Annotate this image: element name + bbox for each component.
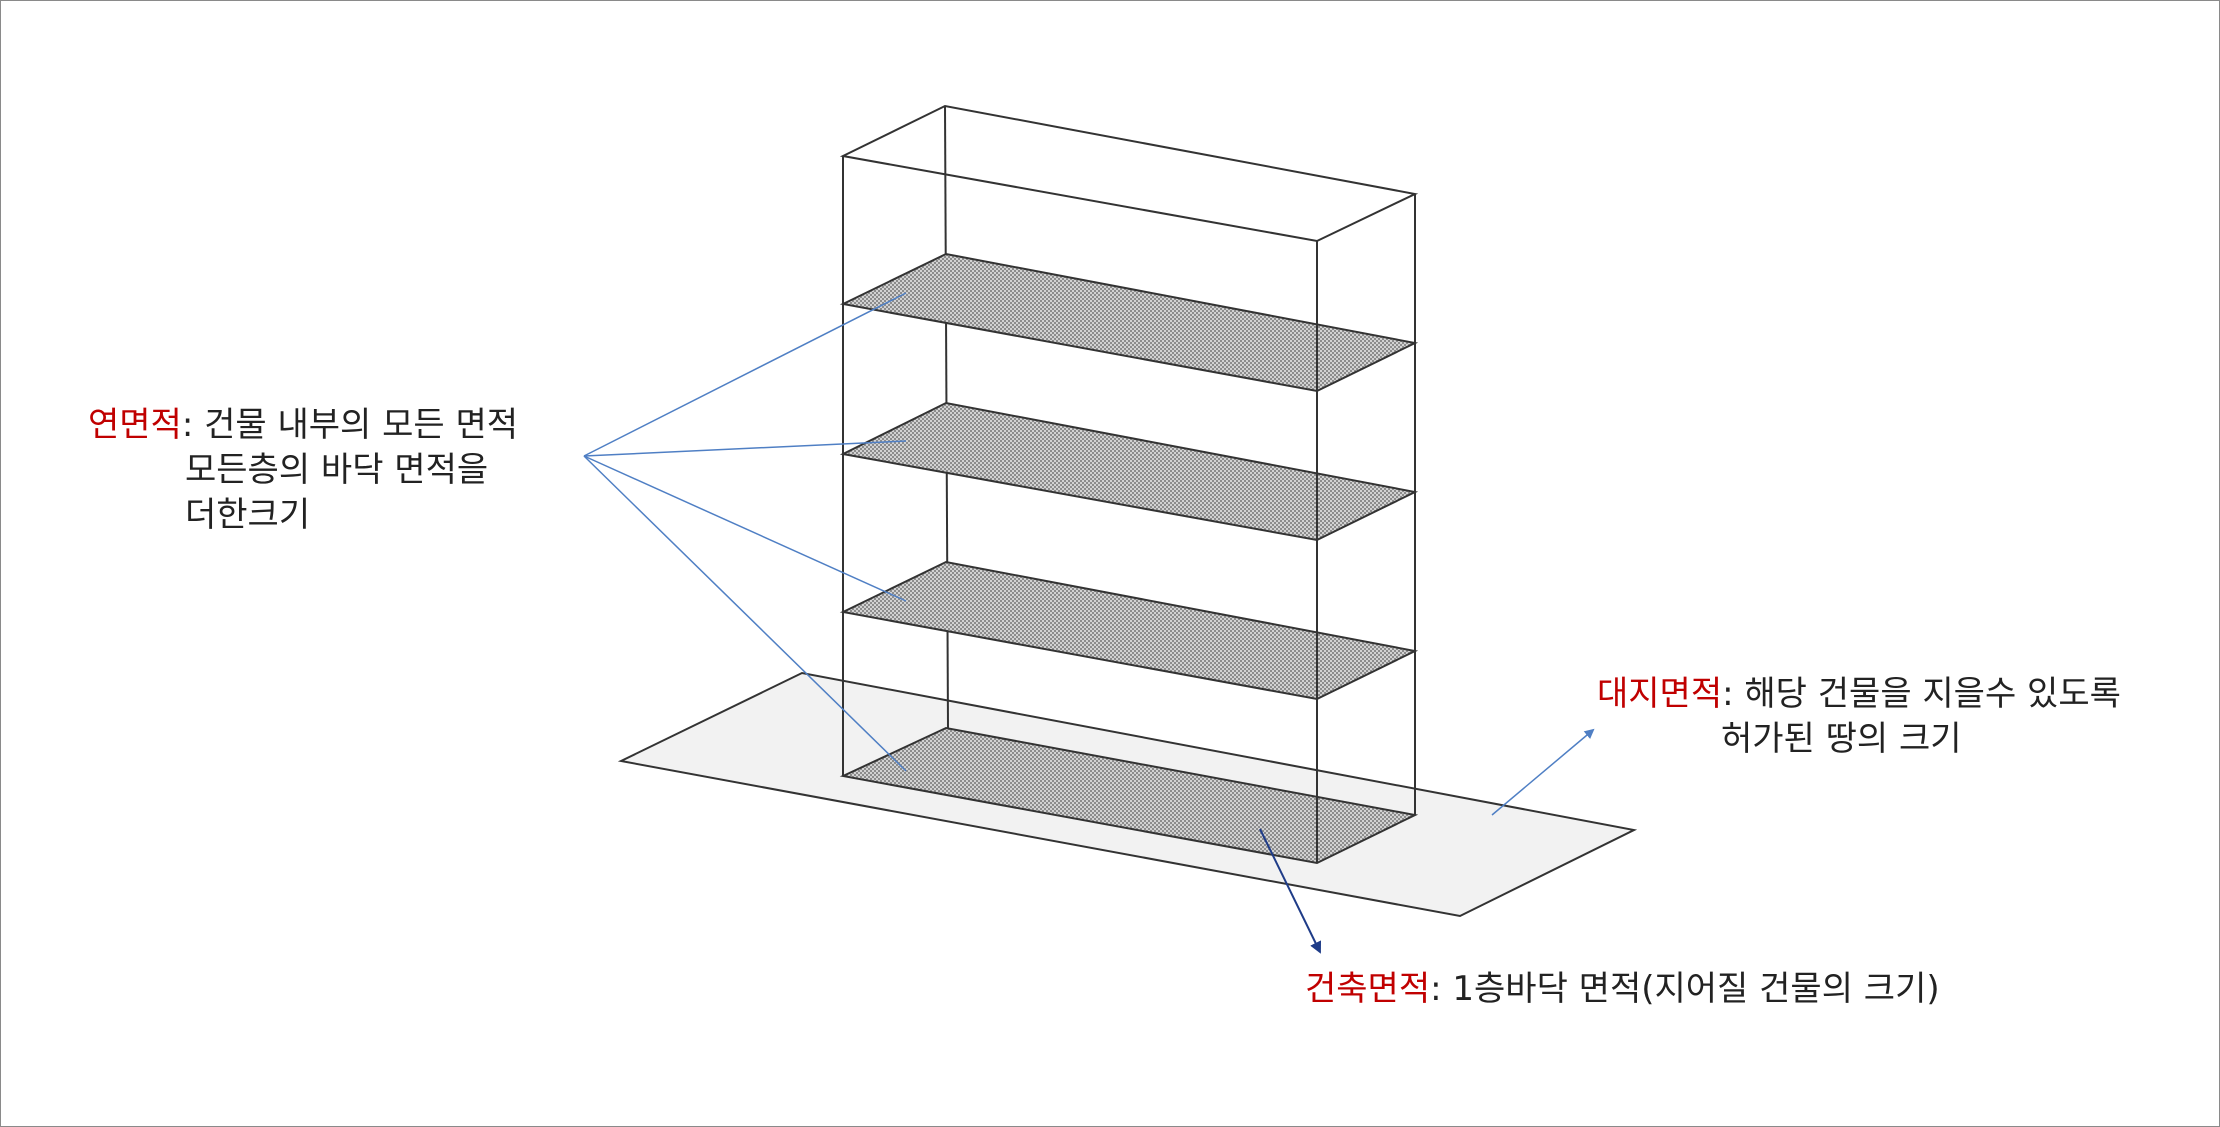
building-area-term: 건축면적 bbox=[1305, 969, 1431, 1009]
site-area-line1: 해당 건물을 지을수 있도록 bbox=[1744, 674, 2121, 714]
floor-slab-2 bbox=[839, 560, 1419, 701]
building-roof bbox=[839, 104, 1419, 243]
gross-floor-area-separator: : bbox=[181, 405, 205, 445]
gross-floor-area-label: 연면적: 건물 내부의 모든 면적 모든층의 바닥 면적을 더한크기 bbox=[88, 403, 518, 538]
site-area-term: 대지면적 bbox=[1597, 674, 1723, 714]
gross-floor-area-leaders bbox=[583, 292, 907, 772]
gross-floor-area-term: 연면적 bbox=[88, 405, 182, 445]
building-area-arrow bbox=[1259, 828, 1322, 954]
site-area-line2: 허가된 땅의 크기 bbox=[1721, 719, 1962, 759]
site-area-separator: : bbox=[1722, 674, 1745, 714]
gross-floor-area-line3: 더한크기 bbox=[185, 495, 311, 535]
gross-floor-area-line1: 건물 내부의 모든 면적 bbox=[204, 405, 519, 445]
floor-slab-4 bbox=[839, 252, 1419, 393]
site-area-label: 대지면적: 해당 건물을 지을수 있도록 허가된 땅의 크기 bbox=[1597, 672, 2121, 762]
floor-slab-3 bbox=[839, 401, 1419, 542]
building-area-separator: : bbox=[1430, 969, 1453, 1009]
building-area-line1: 1층바닥 면적(지어질 건물의 크기) bbox=[1452, 969, 1940, 1009]
site-area-arrow bbox=[1491, 728, 1595, 816]
gross-floor-area-line2: 모든층의 바닥 면적을 bbox=[185, 450, 489, 490]
building-area-label: 건축면적: 1층바닥 면적(지어질 건물의 크기) bbox=[1305, 967, 1940, 1012]
